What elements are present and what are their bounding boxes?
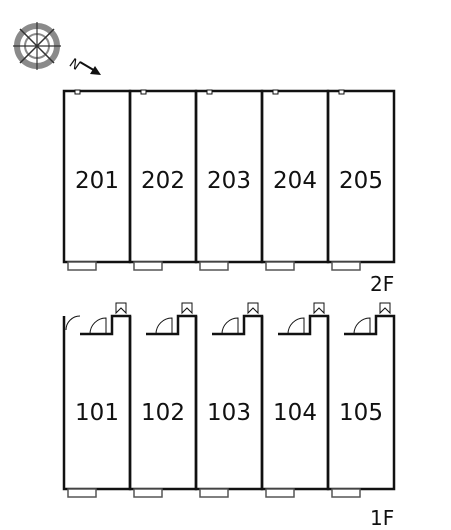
compass-north-label: N — [66, 56, 83, 74]
unit-label-101: 101 — [75, 400, 119, 426]
unit-102: 102 — [128, 302, 198, 498]
unit-105: 105 — [326, 302, 396, 498]
unit-103: 103 — [194, 302, 264, 498]
balcony-window — [67, 261, 97, 271]
meter-box-icon — [115, 302, 127, 315]
balcony-window — [265, 261, 295, 271]
unit-label-201: 201 — [75, 168, 119, 194]
unit-204: 204 — [260, 89, 330, 271]
balcony-window — [331, 488, 361, 498]
unit-label-205: 205 — [339, 168, 383, 194]
unit-label-202: 202 — [141, 168, 185, 194]
balcony-window — [133, 261, 163, 271]
floor-2f: 201 202 203 204 205 — [62, 89, 396, 271]
unit-203: 203 — [194, 89, 264, 271]
meter-box-icon — [313, 302, 325, 315]
meter-box-icon — [247, 302, 259, 315]
unit-202: 202 — [128, 89, 198, 271]
compass-rose-icon — [13, 22, 61, 70]
unit-104: 104 — [260, 302, 330, 498]
meter-box-icon — [379, 302, 391, 315]
balcony-window — [133, 488, 163, 498]
unit-205: 205 — [326, 89, 396, 271]
unit-201: 201 — [62, 89, 132, 271]
unit-label-103: 103 — [207, 400, 251, 426]
north-arrow-icon — [79, 61, 101, 75]
balcony-window — [67, 488, 97, 498]
unit-label-104: 104 — [273, 400, 317, 426]
unit-101: 101 — [62, 302, 132, 498]
balcony-window — [199, 488, 229, 498]
floor-label-1f: 1F — [370, 506, 394, 530]
balcony-window — [199, 261, 229, 271]
unit-label-203: 203 — [207, 168, 251, 194]
floor-1f: 101 102 103 104 105 — [62, 302, 396, 498]
meter-box-icon — [181, 302, 193, 315]
door-swing — [65, 315, 81, 331]
unit-label-105: 105 — [339, 400, 383, 426]
unit-label-204: 204 — [273, 168, 317, 194]
floor-label-2f: 2F — [370, 272, 394, 296]
unit-label-102: 102 — [141, 400, 185, 426]
balcony-window — [331, 261, 361, 271]
balcony-window — [265, 488, 295, 498]
